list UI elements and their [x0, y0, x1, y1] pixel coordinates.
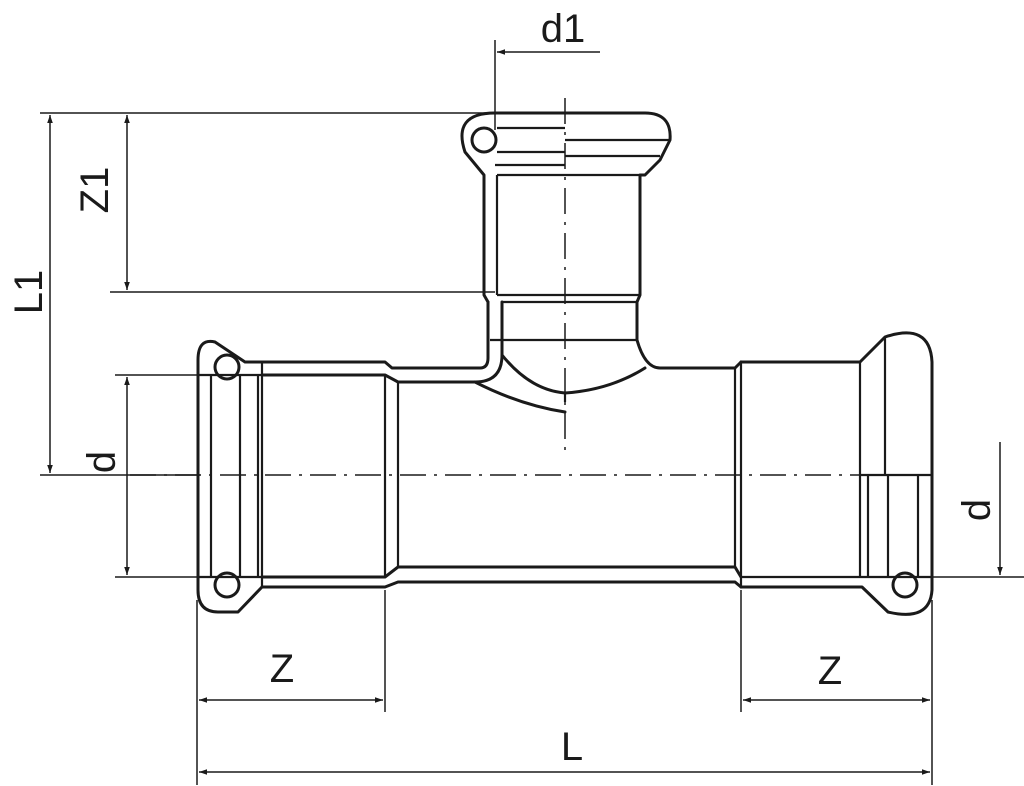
label-Z1: Z1	[73, 167, 117, 214]
dimension-lines	[47, 49, 1003, 775]
fitting-body	[196, 111, 934, 616]
label-d1: d1	[541, 7, 586, 51]
label-Z-right: Z	[818, 649, 842, 693]
label-d-right: d	[955, 499, 999, 521]
left-socket-outline	[196, 339, 264, 614]
label-L: L	[561, 725, 583, 769]
right-socket-outline	[739, 331, 934, 477]
centerlines	[130, 98, 930, 476]
right-seal-ring	[891, 571, 919, 599]
label-L1: L1	[7, 270, 51, 315]
extension-lines	[40, 40, 1024, 785]
label-Z-left: Z	[270, 647, 294, 691]
label-d-left: d	[80, 451, 124, 473]
branch-socket-outline	[460, 111, 672, 342]
branch-seal-ring	[470, 126, 498, 154]
left-seal-ring-bottom	[213, 571, 241, 599]
dimension-labels: d1 Z1 L1 d d Z Z L	[7, 7, 999, 769]
left-seal-ring-top	[213, 353, 241, 381]
